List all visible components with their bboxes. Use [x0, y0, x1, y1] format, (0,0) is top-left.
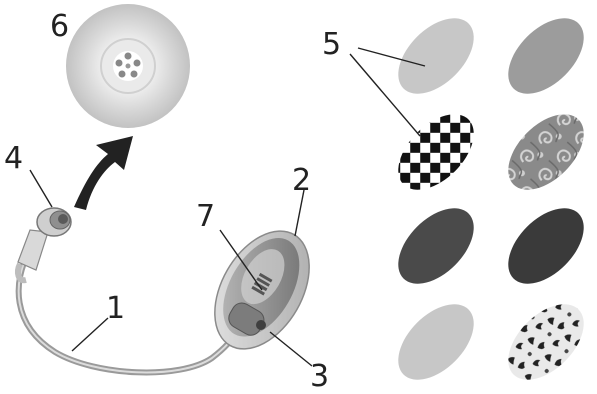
colored-covers — [398, 18, 584, 380]
cover-checkerboard — [398, 114, 474, 190]
callout-6: 6 — [50, 9, 69, 44]
disc-end-view — [66, 4, 190, 128]
arrow-icon — [74, 136, 133, 210]
connector-plug — [15, 207, 72, 284]
leader-2 — [294, 189, 305, 237]
callout-1: 1 — [106, 291, 125, 326]
leader-3 — [269, 331, 313, 367]
callout-7: 7 — [196, 199, 215, 234]
cover-light-gray-2 — [398, 304, 474, 380]
cable — [15, 247, 241, 376]
leader-7 — [219, 229, 263, 291]
device-button — [256, 320, 266, 330]
cover-leopard — [508, 304, 584, 380]
callout-3: 3 — [310, 359, 329, 394]
cover-light-gray — [398, 18, 474, 94]
cover-dark-gray — [398, 208, 474, 284]
cover-paisley — [508, 114, 584, 190]
leader-lines — [29, 47, 426, 367]
cover-black — [508, 208, 584, 284]
leader-5a — [357, 47, 426, 67]
callout-4: 4 — [4, 141, 23, 176]
leader-4 — [29, 169, 53, 208]
leader-5b — [349, 53, 421, 137]
cover-mid-gray — [508, 18, 584, 94]
callout-2: 2 — [292, 163, 311, 198]
leader-1 — [71, 317, 109, 352]
callout-5: 5 — [322, 27, 341, 62]
